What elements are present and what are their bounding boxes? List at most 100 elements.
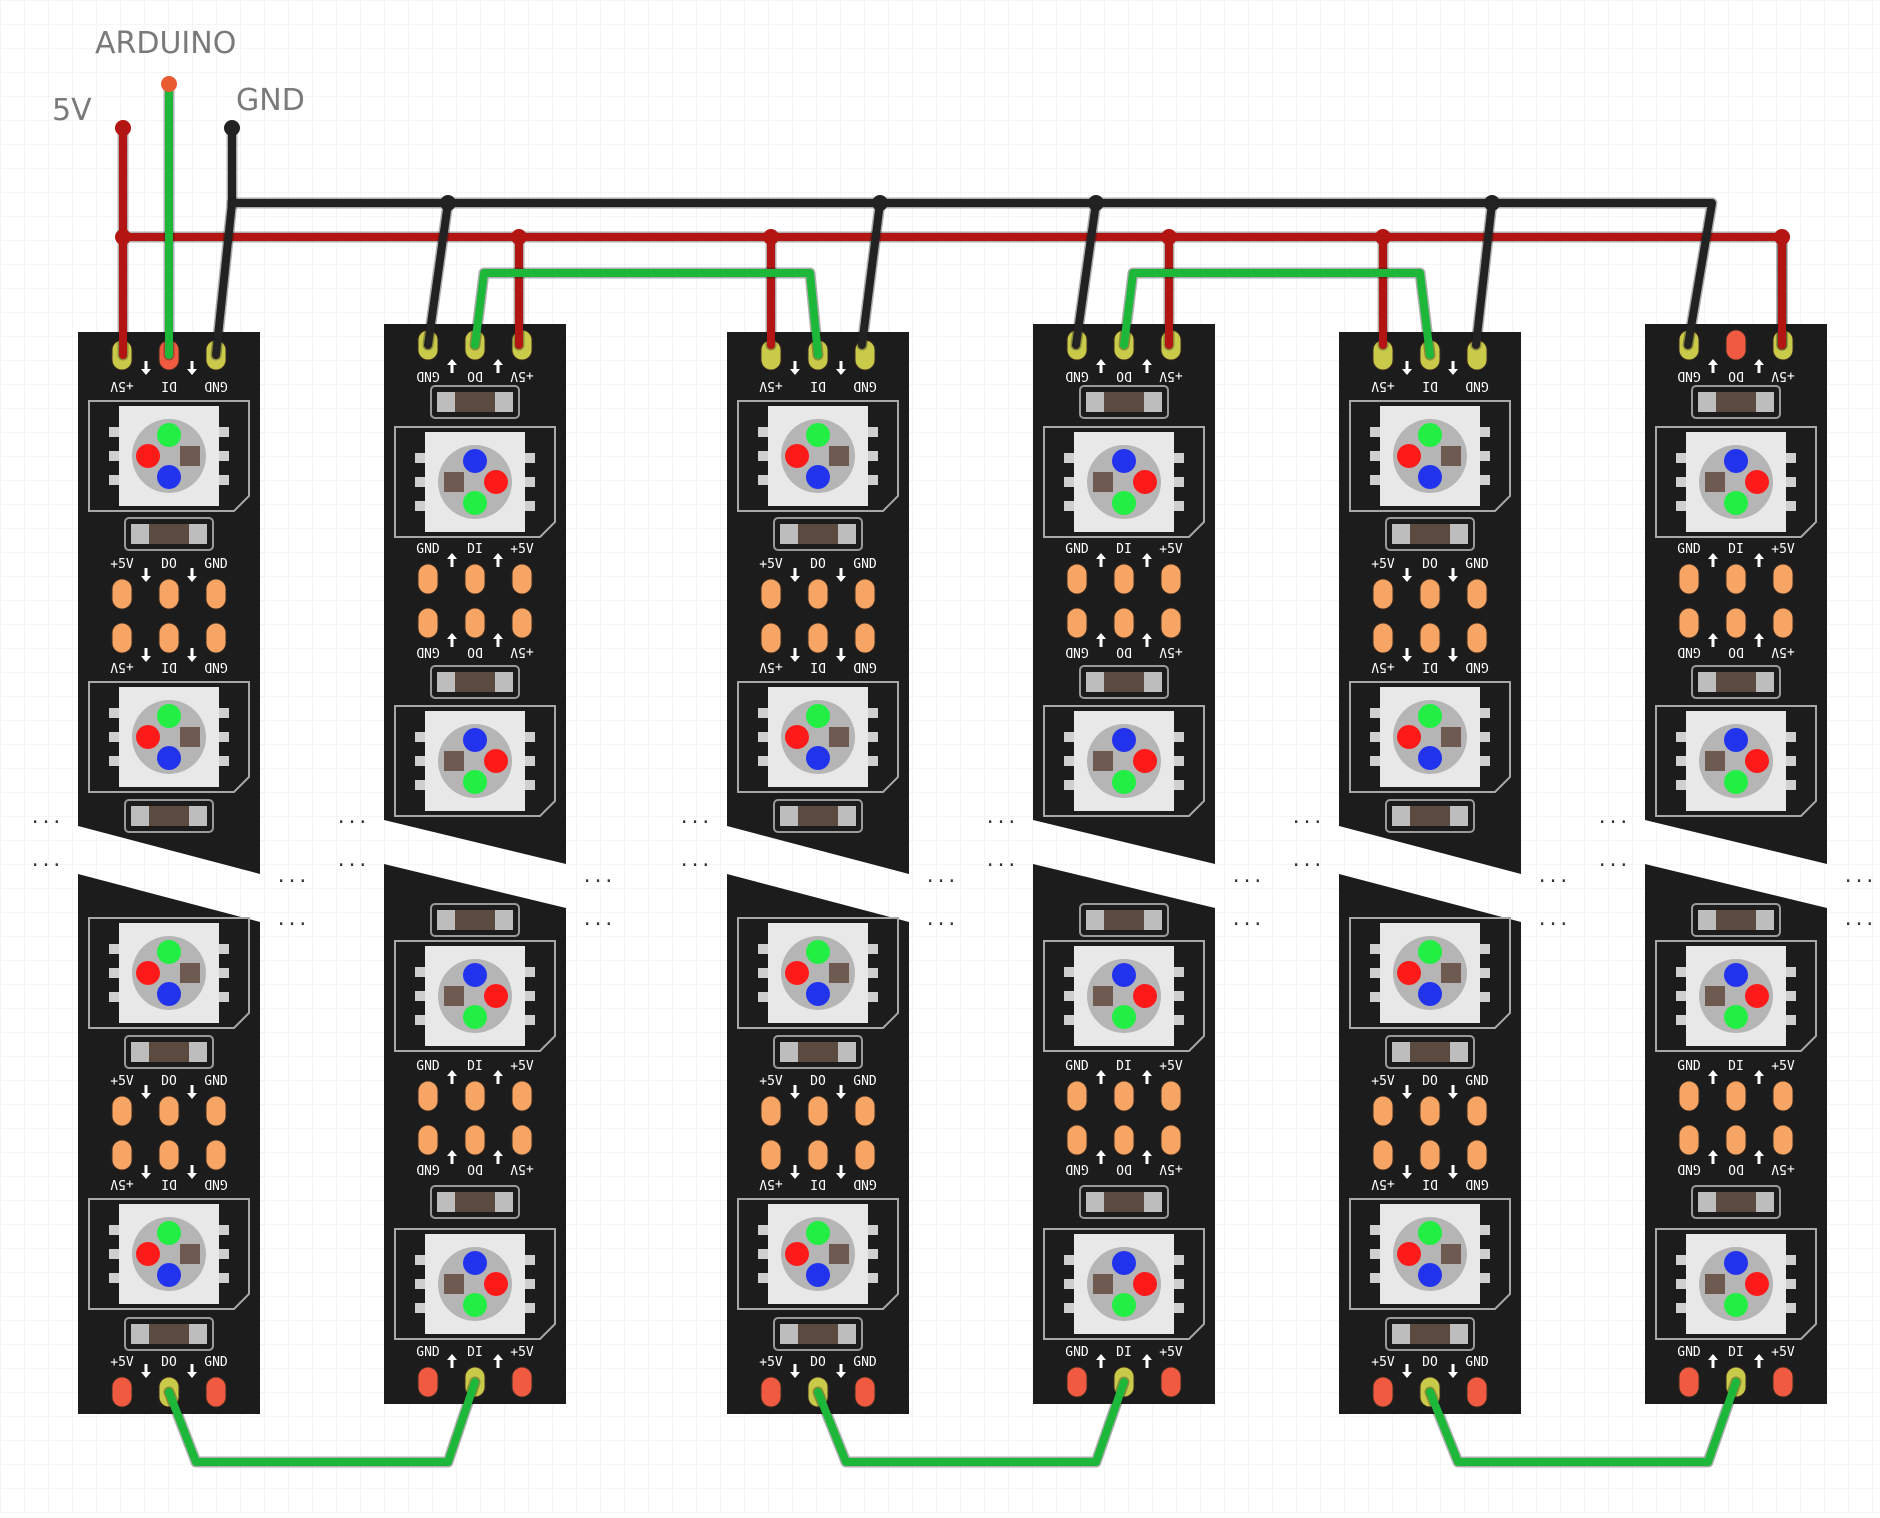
- arrow-head: [447, 359, 457, 365]
- pin-label-gnd: GND: [204, 1074, 228, 1089]
- pin-label-plus5v: +5V: [1371, 1355, 1395, 1370]
- resistor-center: [1104, 1192, 1144, 1212]
- arrow-up-icon: [1708, 359, 1718, 373]
- pin-label-di: DI: [1116, 1059, 1132, 1074]
- led-lead: [758, 944, 768, 954]
- arrow-shaft: [450, 365, 454, 373]
- led-lens: [781, 700, 855, 774]
- led-lead: [758, 451, 768, 461]
- arrow-head: [1142, 1354, 1152, 1360]
- connector-pad-plus5v: [1160, 1366, 1182, 1398]
- arrow-down-icon: [836, 361, 846, 375]
- led-lead: [109, 968, 119, 978]
- wire-data-top-2-3: [471, 269, 822, 359]
- led-chip: [394, 705, 556, 817]
- pin-label-plus5v: +5V: [759, 1074, 783, 1089]
- led-red-die: [1133, 984, 1157, 1008]
- led-green-die: [806, 1221, 830, 1245]
- led-lead: [109, 708, 119, 718]
- arrow-head: [1754, 633, 1764, 639]
- led-chip: [394, 1228, 556, 1340]
- led-chip: [1655, 426, 1817, 538]
- pin-label-do: DO: [1728, 368, 1744, 383]
- arrow-down-icon: [1402, 1364, 1412, 1378]
- solder-pad: [760, 622, 782, 654]
- led-lead: [1480, 756, 1490, 766]
- pin-label-gnd: GND: [204, 1355, 228, 1370]
- arrow-shaft: [144, 648, 148, 656]
- led-chip: [1043, 426, 1205, 538]
- led-lead: [219, 451, 229, 461]
- solder-pad: [464, 607, 486, 639]
- arrow-shaft: [1451, 1364, 1455, 1372]
- led-green-die: [1724, 491, 1748, 515]
- pin-label-di: DI: [1116, 542, 1132, 557]
- led-lead: [758, 708, 768, 718]
- solder-pad: [464, 1124, 486, 1156]
- led-lead: [1174, 967, 1184, 977]
- led-blue-die: [1724, 1251, 1748, 1275]
- arrow-up-icon: [1142, 633, 1152, 647]
- resistor-outline: [773, 1317, 863, 1351]
- led-lead: [868, 992, 878, 1002]
- arrow-up-icon: [1754, 1150, 1764, 1164]
- resistor: [773, 1035, 863, 1069]
- break-ellipsis: ...: [985, 807, 1018, 828]
- break-ellipsis: ...: [30, 807, 63, 828]
- led-blue-die: [1724, 449, 1748, 473]
- led-blue-die: [463, 1251, 487, 1275]
- arrow-head: [1096, 1354, 1106, 1360]
- solder-pad: [1725, 563, 1747, 595]
- arrow-down-icon: [790, 361, 800, 375]
- arrow-up-icon: [1708, 1070, 1718, 1084]
- resistor-outline: [1691, 385, 1781, 419]
- pin-label-gnd: GND: [853, 378, 877, 393]
- arrow-head: [790, 369, 800, 375]
- led-lead: [109, 1225, 119, 1235]
- led-lead: [1370, 1225, 1380, 1235]
- arrow-head: [141, 656, 151, 662]
- arrow-up-icon: [493, 1354, 503, 1368]
- pin-label-flipped-plus5v: +5V: [759, 1176, 783, 1191]
- led-lead: [415, 1303, 425, 1313]
- pin-label-gnd: GND: [416, 1059, 440, 1074]
- led-lead: [219, 1273, 229, 1283]
- led-lead: [1064, 1279, 1074, 1289]
- led-outline: [1655, 1228, 1817, 1340]
- led-lead: [1480, 968, 1490, 978]
- led-lead: [1786, 477, 1796, 487]
- led-lead: [1370, 968, 1380, 978]
- led-lead: [1676, 501, 1686, 511]
- led-outline: [394, 1228, 556, 1340]
- solder-pad: [1466, 1139, 1488, 1171]
- led-green-die: [1418, 940, 1442, 964]
- solder-pad: [417, 563, 439, 595]
- led-controller: [180, 1244, 200, 1264]
- solder-pad: [807, 1139, 829, 1171]
- arrow-shaft: [1099, 559, 1103, 567]
- solder-pad: [1113, 607, 1135, 639]
- pin-label-do: DO: [467, 368, 483, 383]
- pin-label-gnd: GND: [1465, 1074, 1489, 1089]
- led-lens: [1393, 936, 1467, 1010]
- pin-label-di: DI: [467, 1345, 483, 1360]
- arrow-shaft: [1757, 559, 1761, 567]
- resistor-outline: [124, 1035, 214, 1069]
- arrow-up-icon: [493, 1150, 503, 1164]
- led-chip: [1655, 940, 1817, 1052]
- led-chip: [88, 400, 250, 512]
- arrow-shaft: [1145, 1076, 1149, 1084]
- pin-label-gnd: GND: [1065, 542, 1089, 557]
- led-blue-die: [1418, 746, 1442, 770]
- arrow-up-icon: [1096, 1070, 1106, 1084]
- arrow-head: [1096, 1150, 1106, 1156]
- arrow-down-icon: [187, 568, 197, 582]
- led-lead: [1786, 1255, 1796, 1265]
- led-green-die: [806, 704, 830, 728]
- led-outline: [1349, 917, 1511, 1029]
- resistor: [1691, 903, 1781, 937]
- led-outline: [737, 681, 899, 793]
- led-lens: [1393, 700, 1467, 774]
